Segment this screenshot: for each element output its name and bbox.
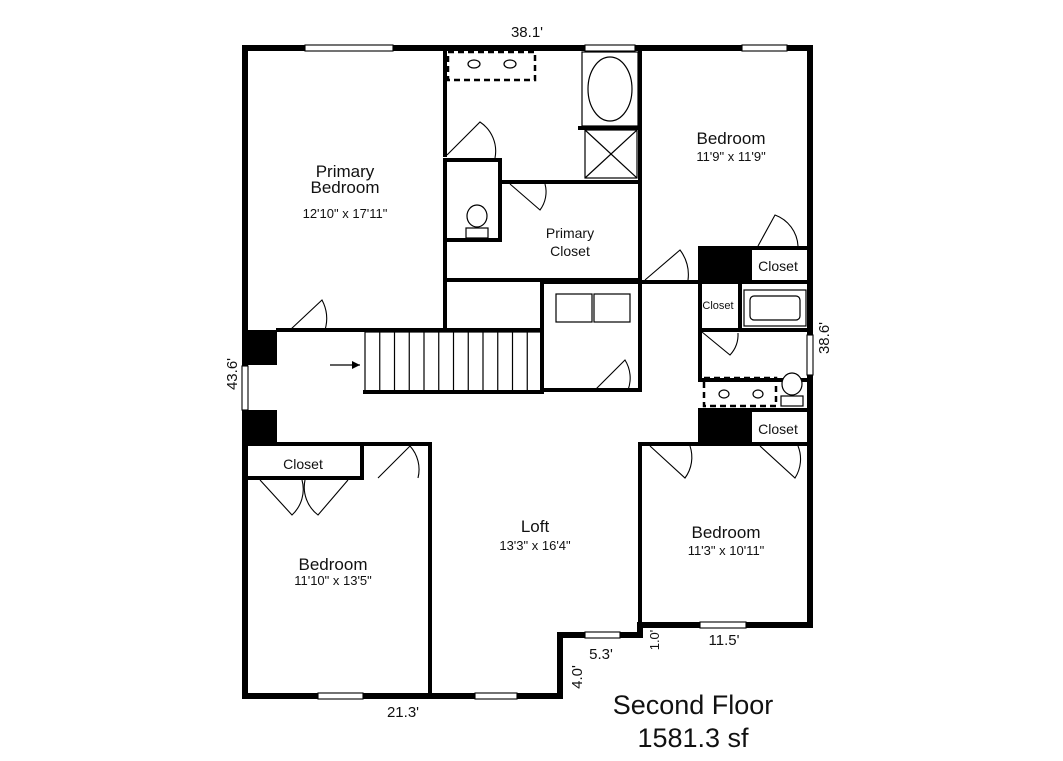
measure-bottom-right: 11.5' — [709, 632, 740, 649]
loft-size: 13'3" x 16'4" — [499, 538, 571, 553]
bedroom-ne-label: Bedroom — [697, 129, 766, 148]
room-labels: Primary Bedroom 12'10" x 17'11" Bedroom … — [283, 129, 798, 588]
closet-ne-label: Closet — [758, 258, 798, 274]
measure-right: 38.6' — [816, 322, 833, 354]
bedroom-sw-size: 11'10" x 13'5" — [294, 573, 372, 588]
primary-closet-label-1: Primary — [546, 225, 594, 241]
loft-label: Loft — [521, 517, 550, 536]
measure-top: 38.1' — [511, 24, 543, 41]
floor-title: Second Floor — [613, 690, 774, 720]
primary-bedroom-label-1: Primary — [316, 162, 375, 181]
plan-title: Second Floor 1581.3 sf — [613, 690, 774, 753]
measure-bottom-left: 21.3' — [387, 704, 419, 721]
staircase — [364, 331, 543, 393]
measure-notch-vertical: 1.0' — [647, 630, 662, 651]
bedroom-ne-size: 11'9" x 11'9" — [696, 149, 766, 164]
stair-arrow — [330, 361, 360, 369]
windows — [241, 44, 814, 700]
bedroom-sw-label: Bedroom — [299, 555, 368, 574]
measure-left: 43.6' — [224, 358, 241, 390]
closet-sw-label: Closet — [283, 456, 323, 472]
primary-bedroom-size: 12'10" x 17'11" — [303, 206, 388, 221]
closet-se-label: Closet — [758, 421, 798, 437]
bedroom-se-label: Bedroom — [692, 523, 761, 542]
fixtures — [446, 50, 807, 408]
closet-hall-label: Closet — [702, 300, 733, 312]
measure-step-horizontal: 5.3' — [589, 646, 613, 663]
primary-closet-label-2: Closet — [550, 243, 590, 259]
bedroom-se-size: 11'3" x 10'11" — [688, 543, 765, 558]
primary-bedroom-label-2: Bedroom — [311, 178, 380, 197]
floor-area: 1581.3 sf — [637, 723, 749, 753]
solid-blocks — [245, 246, 748, 446]
measurements: 38.1' 43.6' 38.6' 21.3' 4.0' 5.3' 1.0' 1… — [224, 24, 833, 721]
doors — [259, 121, 802, 516]
measure-step-vertical: 4.0' — [569, 665, 586, 689]
